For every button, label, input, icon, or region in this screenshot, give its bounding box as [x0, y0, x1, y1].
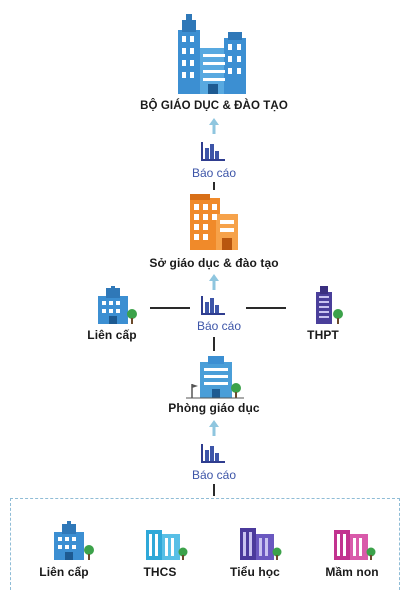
district-building-icon — [186, 356, 244, 399]
bar-chart-icon — [201, 142, 225, 161]
district-label: Phòng giáo dục — [168, 401, 260, 415]
school-label-thcs: THCS — [143, 565, 177, 579]
connector-line — [213, 337, 215, 351]
school-building-icon — [98, 286, 137, 324]
department-label: Sở giáo dục & đào tạo — [149, 256, 279, 270]
connector-line — [213, 182, 215, 190]
side-right-label: THPT — [307, 328, 339, 342]
thcs-building-icon — [146, 530, 188, 560]
up-arrow-icon — [209, 118, 219, 134]
tieu-hoc-building-icon — [240, 528, 282, 560]
report-label: Báo cáo — [191, 468, 237, 482]
up-arrow-icon — [209, 420, 219, 436]
school-building-icon — [54, 521, 94, 560]
thpt-building-icon — [316, 286, 343, 324]
school-label-tieu-hoc: Tiểu học — [230, 565, 280, 579]
bar-chart-icon — [201, 296, 225, 315]
ministry-label: BỘ GIÁO DỤC & ĐÀO TẠO — [140, 100, 288, 112]
department-building-icon — [190, 194, 238, 250]
school-label-mam-non: Mầm non — [325, 565, 379, 579]
report-label: Báo cáo — [196, 319, 242, 333]
schools-group — [10, 498, 400, 590]
side-left-label: Liên cấp — [87, 328, 137, 342]
mam-non-building-icon — [334, 530, 376, 560]
ministry-building-icon — [178, 14, 246, 94]
up-arrow-icon — [209, 274, 219, 290]
bar-chart-icon — [201, 444, 225, 463]
connector-line — [246, 307, 286, 309]
school-label-lien-cap: Liên cấp — [39, 565, 89, 579]
connector-line — [213, 484, 215, 496]
report-label: Báo cáo — [191, 166, 237, 180]
connector-line — [150, 307, 190, 309]
